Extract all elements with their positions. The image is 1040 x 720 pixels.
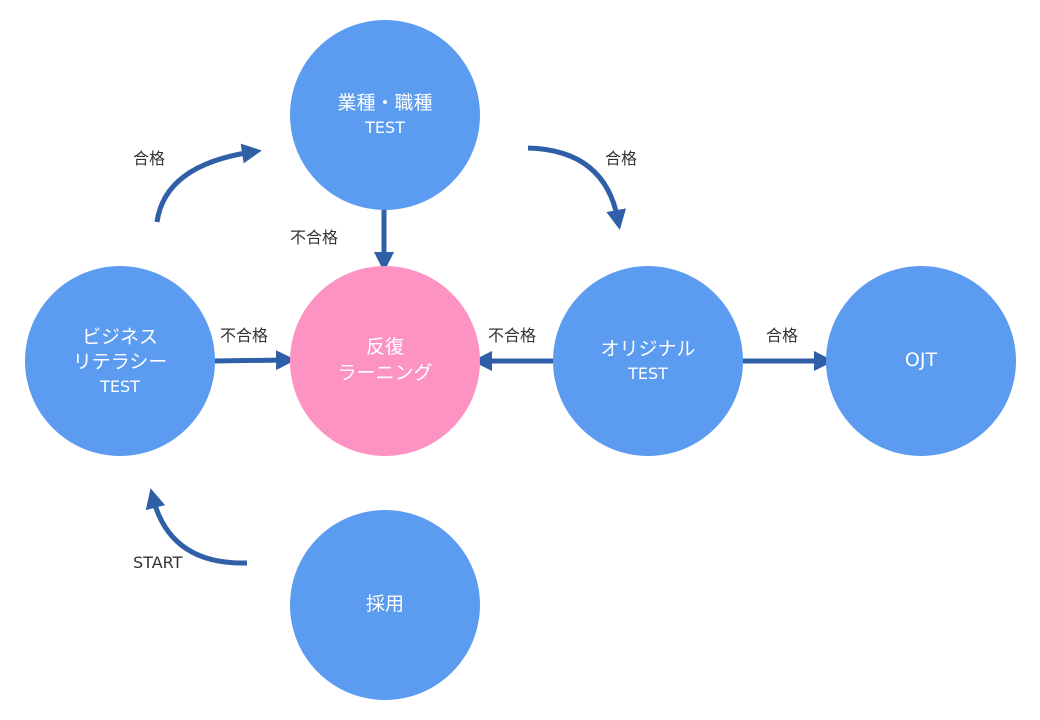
label-pass-to-ojt: 合格 (766, 326, 799, 345)
node-business-literacy-subtitle: TEST (100, 376, 140, 396)
arrow-industry-to-original (527, 145, 626, 230)
node-industry-test-title: 業種・職種 (337, 92, 433, 115)
node-ojt-title: OJT (904, 349, 938, 372)
node-hiring: 採用 (290, 510, 480, 700)
node-repeat-learning: 反復 ラーニング (290, 266, 480, 456)
node-industry-test-subtitle: TEST (365, 118, 405, 138)
node-original-test-subtitle: TEST (628, 364, 668, 384)
label-fail-from-business: 不合格 (220, 326, 269, 345)
arrow-hiring-to-business (145, 488, 248, 566)
node-business-literacy-test: ビジネス リテラシー TEST (25, 266, 215, 456)
label-pass-to-original: 合格 (605, 149, 638, 168)
node-hiring-title: 採用 (365, 593, 404, 616)
label-fail-from-industry: 不合格 (290, 228, 339, 247)
arrow-business-to-repeat (213, 350, 296, 371)
label-start: START (133, 553, 183, 572)
node-industry-test: 業種・職種 TEST (290, 20, 480, 210)
node-original-test: オリジナル TEST (553, 266, 743, 456)
node-repeat-learning-line2: ラーニング (337, 362, 433, 384)
arrow-business-to-industry (154, 143, 262, 223)
label-pass-to-industry: 合格 (133, 149, 166, 168)
node-business-literacy-line2: リテラシー (72, 351, 168, 374)
node-repeat-learning-line1: 反復 (365, 336, 404, 359)
label-fail-from-original: 不合格 (488, 326, 537, 345)
node-original-test-title: オリジナル (600, 338, 696, 361)
node-business-literacy-line1: ビジネス (81, 325, 158, 348)
node-ojt: OJT (826, 266, 1016, 456)
